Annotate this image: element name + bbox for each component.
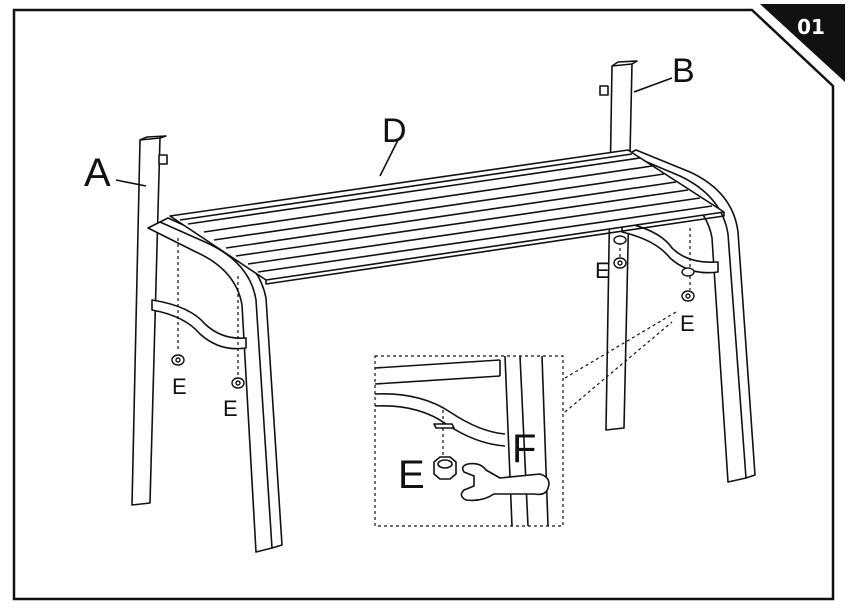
label-e-1: E <box>172 374 187 399</box>
step-number: 01 <box>797 15 825 39</box>
label-e-4: E <box>680 311 695 336</box>
bolt-guides <box>177 228 691 376</box>
label-d: D <box>382 112 407 150</box>
leader-b <box>633 77 673 93</box>
label-e-detail: E <box>398 453 425 497</box>
wrench-f <box>460 462 550 502</box>
label-e-3: E <box>595 258 610 283</box>
bracket-a <box>158 154 168 165</box>
bracket-b <box>599 85 609 96</box>
label-e-2: E <box>223 396 238 421</box>
label-a: A <box>84 151 111 195</box>
detail-callout-lines <box>564 311 677 413</box>
nut-e-group <box>171 235 695 389</box>
leader-a <box>115 179 147 187</box>
leader-d <box>379 139 399 177</box>
step-badge <box>760 4 845 82</box>
page-frame <box>12 8 835 601</box>
bench-drawing <box>115 60 756 553</box>
label-b: B <box>672 52 695 90</box>
label-f: F <box>512 427 536 471</box>
